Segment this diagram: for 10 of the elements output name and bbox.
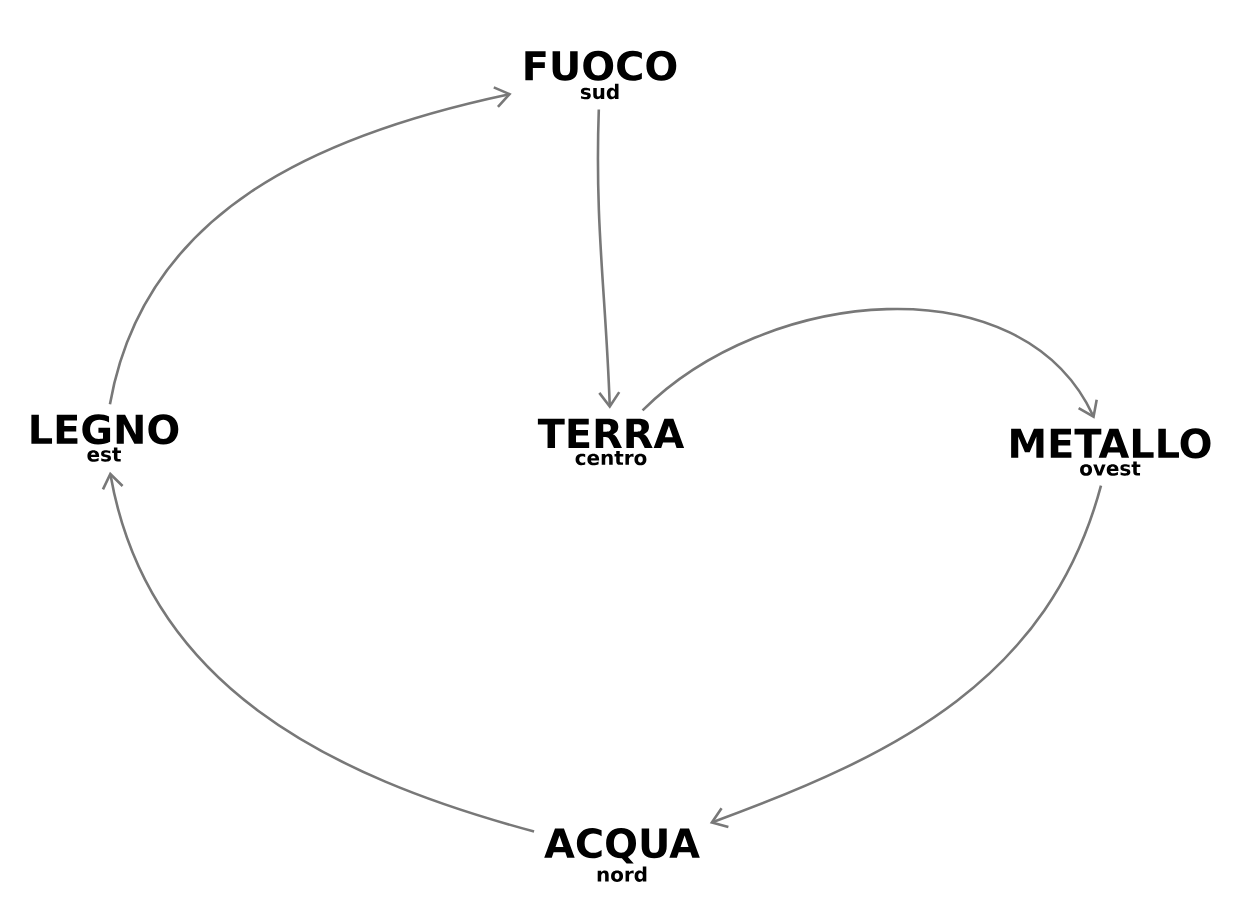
element-label: TERRA centro — [537, 418, 685, 466]
arrow — [108, 86, 512, 405]
element-label: ACQUA nord — [544, 828, 700, 882]
arrow — [101, 471, 535, 833]
arrow — [641, 307, 1098, 419]
arrow — [709, 485, 1103, 829]
element-label: METALLO ovest — [1011, 428, 1211, 476]
arrow — [596, 109, 621, 409]
element-label: LEGNO est — [31, 414, 179, 462]
element-label: FUOCO sud — [525, 50, 677, 100]
